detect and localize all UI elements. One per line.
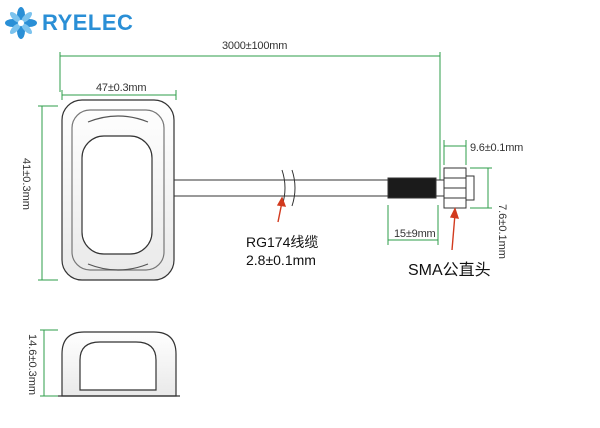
cable-diameter-label: 2.8±0.1mm	[246, 252, 316, 268]
body-height-label: 41±0.3mm	[20, 158, 32, 210]
connector-label: SMA公直头	[408, 262, 491, 279]
connector-width-dimension	[443, 140, 467, 165]
sma-connector	[387, 167, 475, 209]
cable-type-label: RG174线缆	[246, 234, 319, 250]
body-thickness-dimension	[40, 329, 58, 397]
brand-logo: RYELEC	[4, 6, 164, 39]
brand-name: RYELEC	[42, 10, 134, 35]
body-width-dimension	[61, 90, 177, 100]
cable	[174, 169, 388, 207]
antenna-body-top	[61, 99, 175, 281]
callout-arrows	[276, 196, 460, 251]
connector-height-dimension	[470, 167, 492, 209]
strip-length-dimension	[387, 205, 439, 245]
connector-height-label: 7.6±0.1mm	[496, 204, 508, 259]
body-width-label: 47±0.3mm	[96, 82, 147, 94]
body-thickness-label: 14.6±0.3mm	[26, 334, 38, 396]
antenna-body-side	[58, 331, 180, 397]
body-height-dimension	[38, 105, 58, 281]
strip-length-label: 15±9mm	[394, 228, 436, 240]
logo-mark-icon	[5, 7, 37, 39]
cable-length-label: 3000±100mm	[222, 40, 288, 52]
connector-width-label: 9.6±0.1mm	[470, 142, 524, 154]
cable-length-dimension	[59, 52, 441, 180]
